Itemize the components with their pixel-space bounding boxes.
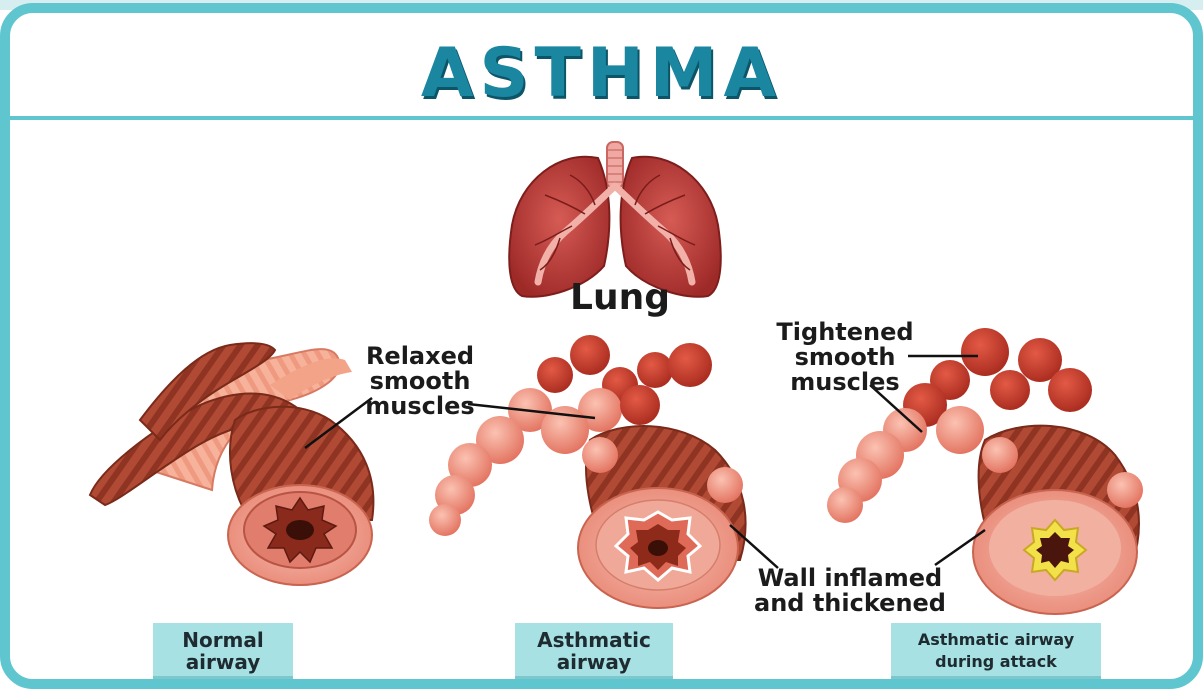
caption-attack-airway: Asthmatic airway during attack [891,623,1101,679]
caption-line: during attack [935,651,1057,673]
callout-line: muscles [776,370,914,395]
caption-line: Asthmatic [537,629,651,651]
caption-normal-airway: Normal airway [153,623,293,679]
caption-asthmatic-airway: Asthmatic airway [515,623,673,679]
page-title: ASTHMA [0,40,1203,108]
callout-line: Tightened [776,320,914,345]
callout-line: and thickened [752,591,948,616]
lung-label: Lung [540,280,700,316]
callout-line: muscles [364,394,476,419]
callout-line: smooth [364,369,476,394]
caption-line: Normal [182,629,264,651]
caption-line: airway [186,651,261,673]
callout-line: smooth [776,345,914,370]
callout-wall-inflamed: Wall inflamed and thickened [752,566,948,616]
callout-line: Wall inflamed [752,566,948,591]
callout-relaxed-muscles: Relaxed smooth muscles [364,344,476,419]
callout-line: Relaxed [364,344,476,369]
caption-line: Asthmatic airway [918,629,1074,651]
callout-tightened-muscles: Tightened smooth muscles [776,320,914,395]
caption-line: airway [557,651,632,673]
